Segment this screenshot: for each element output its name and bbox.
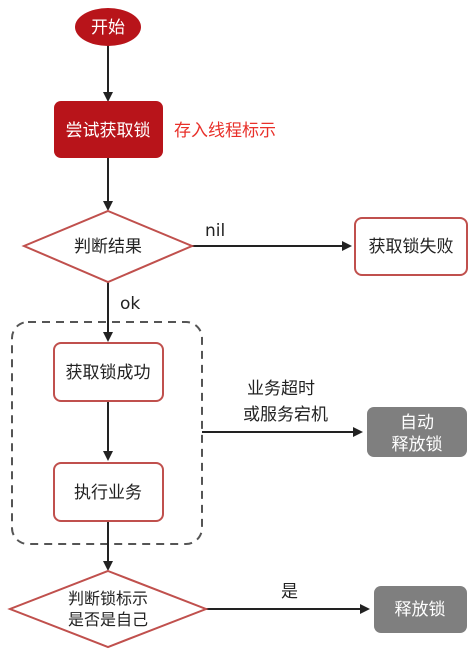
lock-failed-node (354, 217, 468, 276)
release-lock-node (374, 586, 467, 633)
judge-owner-label-line2: 是否是自己 (68, 610, 148, 629)
auto-release-label-line2: 释放锁 (392, 435, 443, 455)
start-node (75, 8, 141, 46)
do-business-node (53, 462, 164, 522)
store-thread-label: 存入线程标示 (174, 121, 276, 141)
try-lock-label: 尝试获取锁 (66, 121, 151, 141)
judge-owner-node (7, 569, 209, 649)
start-label: 开始 (91, 18, 125, 38)
judge-result-node (21, 209, 195, 284)
judge-owner-label-line1: 判断锁标示 (68, 589, 148, 608)
ok-label: ok (120, 294, 140, 314)
judge-result-label: 判断结果 (74, 237, 142, 257)
timeout-label-line1: 业务超时 (247, 379, 315, 399)
lock-failed-label: 获取锁失败 (369, 237, 454, 257)
do-business-label: 执行业务 (74, 483, 142, 503)
auto-release-label-line1: 自动 (400, 413, 434, 433)
release-lock-label: 释放锁 (395, 600, 446, 620)
yes-label: 是 (281, 582, 298, 602)
lock-success-node (53, 342, 164, 402)
try-lock-node (54, 101, 163, 158)
lock-success-label: 获取锁成功 (66, 363, 151, 383)
nil-label: nil (205, 221, 225, 241)
timeout-label-line2: 或服务宕机 (243, 405, 328, 425)
auto-release-node (367, 407, 467, 457)
